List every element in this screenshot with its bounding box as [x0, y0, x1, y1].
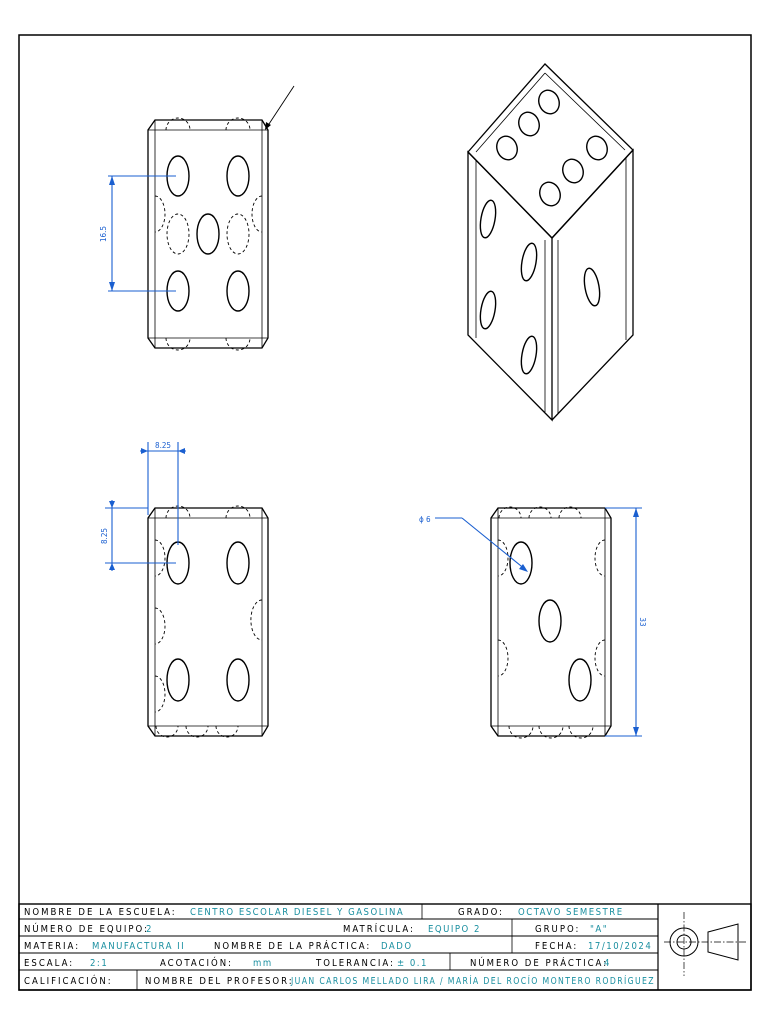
pip — [226, 270, 250, 312]
pip — [586, 135, 608, 161]
id-value: EQUIPO 2 — [428, 924, 481, 935]
pip — [166, 658, 190, 702]
practice-number-value: 4 — [604, 958, 611, 969]
sheet-border — [18, 34, 752, 991]
grade-label: GRADO: — [458, 907, 504, 918]
practice-name-label: NOMBRE DE LA PRÁCTICA: — [214, 940, 371, 952]
team-value: 2 — [146, 924, 153, 935]
group-value: "A" — [590, 924, 608, 935]
pip — [479, 199, 497, 239]
scale-value: 2:1 — [90, 958, 108, 969]
title-block: NOMBRE DE LA ESCUELA: CENTRO ESCOLAR DIE… — [18, 903, 752, 991]
tolerance-label: TOLERANCIA: — [315, 958, 395, 969]
group-label: GRUPO: — [535, 924, 580, 935]
pip — [226, 541, 250, 585]
view-front-six: 16.5 — [99, 85, 295, 351]
dimension-top-vertical: 8.25 — [100, 528, 109, 544]
pip — [496, 135, 518, 161]
pip — [479, 290, 497, 330]
dimension-front-vertical: 16.5 — [99, 226, 108, 242]
date-label: FECHA: — [535, 941, 578, 952]
subject-label: MATERIA: — [24, 941, 80, 952]
view-isometric — [467, 63, 634, 422]
grade-mark-label: CALIFICACIÓN: — [24, 975, 113, 987]
pip — [226, 658, 250, 702]
teacher-value: JUAN CARLOS MELLADO LIRA / MARÍA DEL ROC… — [290, 975, 655, 987]
tolerance-value: ± 0.1 — [397, 958, 428, 969]
pip — [539, 181, 561, 207]
pip — [518, 111, 540, 137]
teacher-label: NOMBRE DEL PROFESOR: — [145, 976, 294, 987]
view-three: ϕ 6 33 — [419, 506, 647, 739]
pip — [538, 89, 560, 115]
dimension-diameter: ϕ 6 — [419, 515, 431, 524]
projection-symbol-icon — [664, 912, 748, 976]
grade-value: OCTAVO SEMESTRE — [518, 907, 624, 918]
dimension-top-horizontal: 8.25 — [155, 441, 171, 450]
units-value: mm — [253, 958, 273, 969]
id-label: MATRÍCULA: — [343, 923, 415, 935]
date-value: 17/10/2024 — [588, 941, 652, 952]
pip — [568, 658, 592, 702]
view-four: 8.25 8.25 — [100, 441, 269, 738]
pip — [509, 541, 533, 585]
pip — [583, 267, 601, 307]
team-label: NÚMERO DE EQUIPO: — [24, 923, 149, 935]
scale-label: ESCALA: — [24, 958, 74, 969]
pip — [520, 242, 538, 282]
pip — [520, 335, 538, 375]
school-value: CENTRO ESCOLAR DIESEL Y GASOLINA — [190, 907, 404, 918]
pip — [196, 213, 220, 255]
practice-number-label: NÚMERO DE PRÁCTICA: — [470, 957, 608, 969]
school-label: NOMBRE DE LA ESCUELA: — [24, 907, 177, 918]
practice-name-value: DADO — [381, 941, 413, 952]
pip — [562, 158, 584, 184]
dimension-overall-height: 33 — [638, 617, 647, 626]
pip — [226, 155, 250, 197]
pip — [538, 599, 562, 643]
subject-value: MANUFACTURA II — [92, 941, 185, 952]
units-label: ACOTACIÓN: — [160, 957, 233, 969]
